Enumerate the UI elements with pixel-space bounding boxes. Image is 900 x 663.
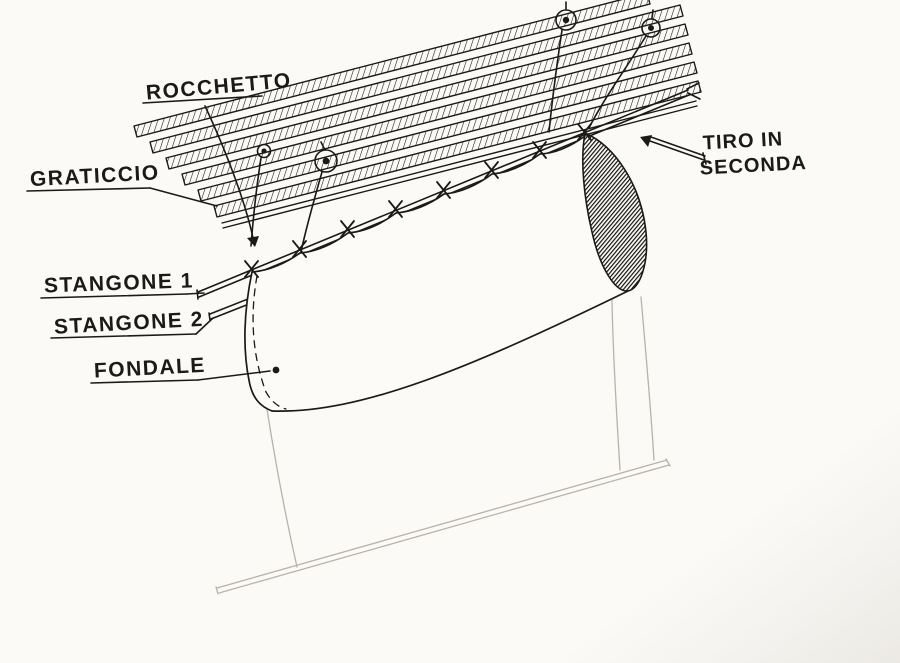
faint-right-outer-edge [640,296,655,461]
cloth-rolled-edge [582,132,648,292]
pulley-icon [555,9,577,31]
stangone1-underline [40,293,188,299]
tie-x-mark [484,161,499,179]
graticcio-grid [133,0,702,229]
tie-x-mark [244,260,259,278]
tie-x-mark [577,123,592,141]
tiro-arrowhead-icon [640,135,652,147]
rocchetto-spool-icon [256,143,272,159]
pulley-hub-icon [562,16,570,24]
cloth-top-edge [251,135,586,273]
faint-floor-batten-cap [665,458,671,467]
grid-beam [197,61,698,202]
batten-end-cap [208,312,211,321]
faint-floor-batten [218,464,670,594]
rocchetto-leader [204,105,254,239]
stangone1-leader [186,292,205,295]
batten-end-cap [196,289,199,300]
rope [548,29,563,133]
rod-end-cap [702,152,707,165]
batten-end-fork [687,92,701,100]
grid-beam [213,80,702,218]
label-stangone-1: STANGONE 1 [44,269,195,297]
pulley-hub-icon [647,24,654,31]
cloth-fill [244,136,647,412]
tie-x-mark [292,240,307,258]
rod-line [649,140,705,161]
fondale-leader-dot [272,366,280,374]
faint-floor-batten [216,459,668,589]
pulley-hub-icon [322,157,330,165]
tie-x-mark [436,181,451,199]
pulley-mount [320,141,326,151]
rocchetto-arrowhead-icon [247,236,259,247]
stangone2-leader [195,317,214,335]
cloth-left-edge [244,271,273,412]
graticcio-underline [26,187,151,192]
ink-layer [26,0,707,412]
pulley-icon [641,18,661,38]
batten-ties [244,123,592,278]
tie-x-mark [340,220,355,238]
grid-front-edge [221,100,697,224]
pulleys [256,1,661,173]
cloth-fold-dashed-line [252,275,287,410]
fondale-backdrop [244,132,648,412]
faint-right-inner-edge [611,299,621,471]
grid-front-edge [222,105,698,229]
fondale-leader [197,370,271,381]
pulley-mount [651,9,654,19]
tie-x-mark [532,141,547,159]
tiro-in-seconda-rod [640,135,707,165]
grid-beam [133,0,651,138]
rope [588,35,647,129]
faint-floor-batten-cap [215,586,219,595]
rocchetto-spool-hub-icon [261,148,267,154]
rod-line [650,136,706,157]
pulley-icon [314,149,338,173]
tie-x-mark [388,200,403,218]
grid-beam [149,4,684,154]
grid-beam [181,42,693,186]
graticcio-leader [149,187,218,207]
label-leaders [26,95,280,384]
rocchetto-underline [142,95,263,104]
cloth-bottom-edge [271,290,629,412]
fondale-underline [90,379,199,384]
label-tiro-in: TIRO IN [702,128,783,154]
stangone2-underline [50,333,197,339]
batten-end-fork [686,82,700,90]
